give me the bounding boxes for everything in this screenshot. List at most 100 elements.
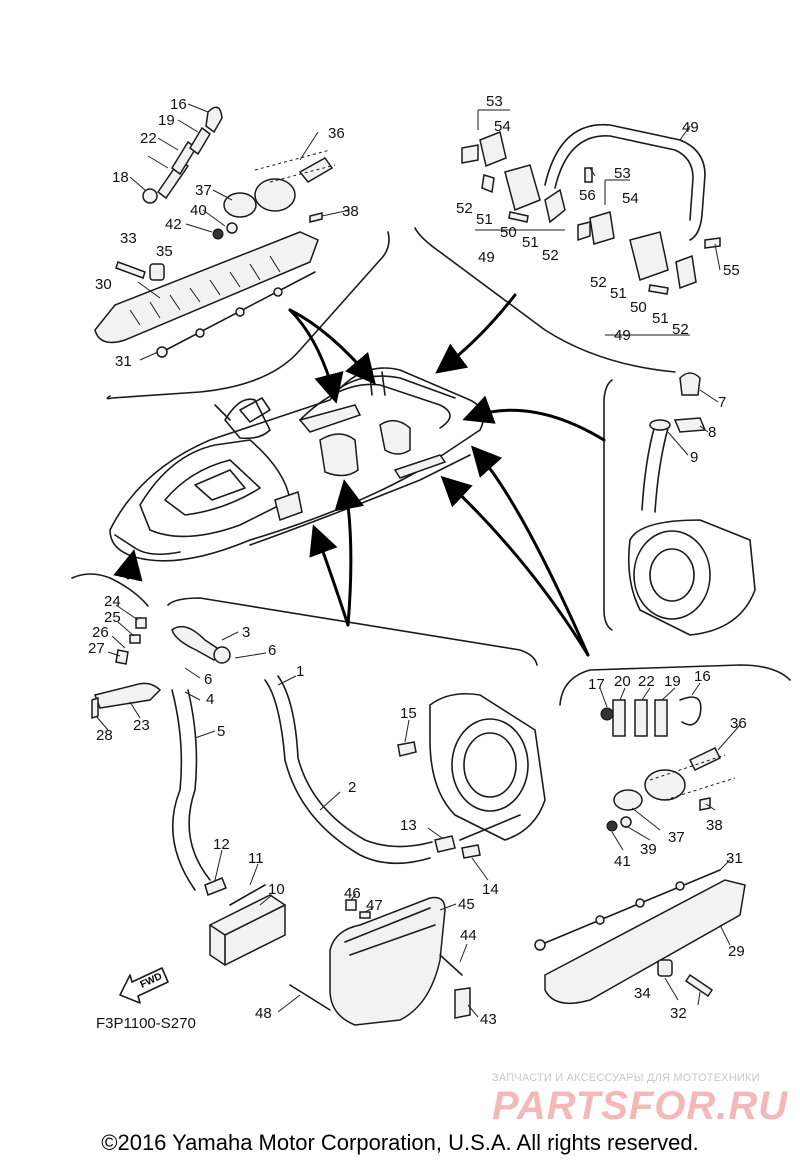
callout-15: 15 (400, 705, 417, 722)
part-36-latch (254, 178, 296, 212)
part-37-base (223, 192, 257, 218)
part-53-clip (461, 144, 479, 164)
part-46-nut (345, 899, 357, 911)
callout-51: 51 (522, 234, 539, 251)
callout-19: 19 (158, 112, 175, 129)
part-43-bracket (454, 987, 471, 1019)
part-28-bolt (91, 696, 99, 720)
bottom-left-hoses (91, 617, 433, 966)
bottom-cover-assembly (289, 896, 471, 1026)
watermark-subtitle: ЗАПЧАСТИ И АКСЕССУАРЫ ДЛЯ МОТОТЕХНИКИ (492, 1072, 760, 1084)
callout-14: 14 (482, 881, 499, 898)
part-39-washer (620, 816, 632, 828)
callout-41: 41 (614, 853, 631, 870)
part-16-bolt (205, 106, 223, 134)
frame-top-left (106, 231, 390, 400)
callout-38: 38 (706, 817, 723, 834)
callout-27: 27 (88, 640, 105, 657)
callout-5: 5 (217, 723, 225, 740)
callout-56: 56 (579, 187, 596, 204)
callout-54: 54 (494, 118, 511, 135)
part-41-nut (606, 820, 618, 832)
callout-38: 38 (342, 203, 359, 220)
part-32-bolt (684, 973, 714, 998)
leader-arrows (113, 293, 606, 657)
bottom-right-assembly (534, 696, 746, 1005)
right-pump-assembly (627, 372, 756, 636)
part-12-clamp (204, 877, 227, 896)
copyright-notice: ©2016 Yamaha Motor Corporation, U.S.A. A… (101, 1130, 699, 1155)
part-45-cover (329, 896, 446, 1026)
pump-housing (627, 519, 756, 636)
callout-25: 25 (104, 609, 121, 626)
callout-37: 37 (668, 829, 685, 846)
callout-16: 16 (170, 96, 187, 113)
jet-ski-body (109, 367, 485, 562)
part-51-bracket (504, 164, 541, 212)
part-30-rail (94, 231, 319, 344)
callout-26: 26 (92, 624, 109, 641)
callout-28: 28 (96, 727, 113, 744)
part-31b-rod (539, 869, 721, 946)
callout-53: 53 (614, 165, 631, 182)
watermark-logo: PARTSFOR.RU (492, 1084, 789, 1128)
callout-51: 51 (652, 310, 669, 327)
part-44-tie (439, 954, 463, 976)
callout-2: 2 (348, 779, 356, 796)
part-23-bracket (93, 682, 162, 709)
part-37b-base (613, 789, 643, 811)
part-40-washer (226, 222, 238, 234)
part-35-collar (149, 263, 165, 281)
callout-43: 43 (480, 1011, 497, 1028)
part-29-rail (544, 879, 746, 1005)
part-8-nut (673, 417, 707, 433)
frame-bottom-right (559, 664, 791, 706)
callout-16: 16 (694, 668, 711, 685)
callout-13: 13 (400, 817, 417, 834)
callout-23: 23 (133, 717, 150, 734)
callout-49: 49 (614, 327, 631, 344)
callout-45: 45 (458, 896, 475, 913)
callout-leaders (95, 103, 741, 1018)
top-right-assembly (461, 109, 721, 336)
callout-29: 29 (728, 943, 745, 960)
part-11-tie (229, 884, 266, 906)
callout-52: 52 (590, 274, 607, 291)
part-48-strap (289, 984, 331, 1011)
part-5-hose (171, 689, 196, 891)
callout-47: 47 (366, 897, 383, 914)
body-intake-housing (319, 433, 359, 477)
callout-50: 50 (500, 224, 517, 241)
part-22b-plate (634, 699, 648, 737)
callout-6: 6 (204, 671, 212, 688)
part-49-handle (544, 123, 706, 241)
callout-42: 42 (165, 216, 182, 233)
callout-19: 19 (664, 673, 681, 690)
callout-33: 33 (120, 230, 137, 247)
part-19-plate (189, 126, 211, 156)
callout-51: 51 (476, 211, 493, 228)
part-7-cap (679, 372, 701, 396)
part-13-clamp (434, 835, 456, 853)
part-54-bracket (479, 130, 507, 168)
body-seat-bracket (298, 404, 362, 433)
callout-54: 54 (622, 190, 639, 207)
callout-36: 36 (328, 125, 345, 142)
part-14-clamp (461, 844, 481, 859)
callout-32: 32 (670, 1005, 687, 1022)
callout-35: 35 (156, 243, 173, 260)
callout-46: 46 (344, 885, 361, 902)
callout-34: 34 (634, 985, 651, 1002)
callout-6: 6 (268, 642, 276, 659)
callout-31: 31 (115, 353, 132, 370)
figure-reference-code: F3P1100-S270 (96, 1015, 196, 1032)
callout-39: 39 (640, 841, 657, 858)
callout-numbers: 16 19 22 18 36 37 40 42 38 33 35 30 31 5… (88, 93, 747, 1028)
callout-51: 51 (610, 285, 627, 302)
callout-3: 3 (242, 624, 250, 641)
callout-55: 55 (723, 262, 740, 279)
middle-flange-assembly (397, 692, 546, 859)
part-15-clamp (397, 741, 417, 757)
callout-50: 50 (630, 299, 647, 316)
